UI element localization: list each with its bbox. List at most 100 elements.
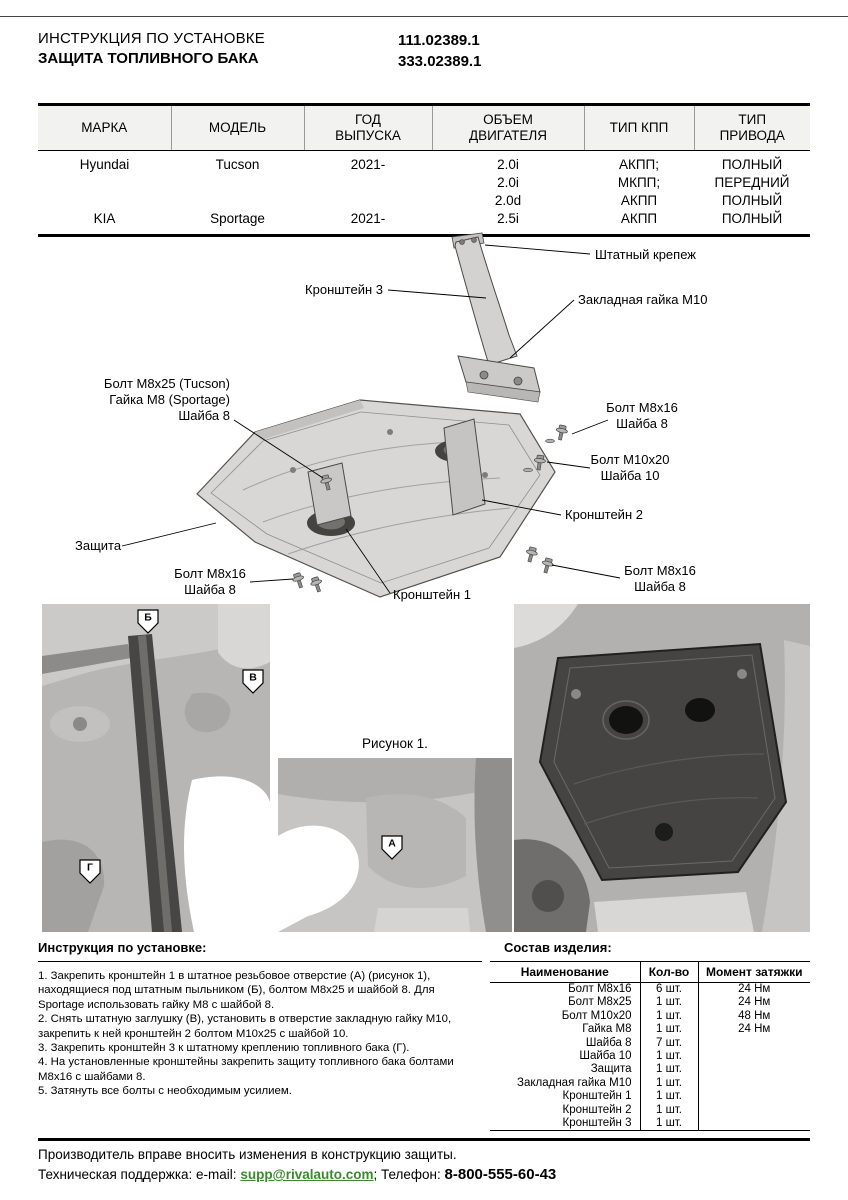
svg-text:Б: Б	[144, 612, 152, 624]
col-part-torque: Момент затяжки	[697, 962, 810, 983]
part-qty: 1 шт.	[639, 1063, 698, 1077]
cell-engine: 2.0i	[497, 175, 519, 190]
parts-row: Кронштейн 1 1 шт.	[490, 1090, 810, 1104]
support-email-link[interactable]: supp@rivalauto.com	[240, 1167, 374, 1182]
cell-gearbox: АКПП	[584, 210, 694, 237]
part-name: Шайба 8	[585, 1036, 632, 1049]
callout-bolt-m8x25-line3: Шайба 8	[178, 408, 230, 423]
part-torque	[697, 1050, 810, 1064]
part-name: Защита	[590, 1063, 632, 1076]
callout-bolt-m8x16-tr-line1: Болт M8x16	[606, 400, 678, 415]
fitment-header-row: МАРКА МОДЕЛЬ ГОД ВЫПУСКА ОБЪЕМ ДВИГАТЕЛЯ…	[38, 103, 810, 151]
instruction-step-3: 3. Закрепить кронштейн 3 к штатному креп…	[38, 1042, 410, 1055]
cell-brand	[38, 192, 171, 210]
part-torque	[697, 1117, 810, 1132]
part-name: Кронштейн 3	[490, 1117, 640, 1132]
cell-brand: Hyundai	[79, 157, 130, 172]
cell-drive: ПОЛНЫЙ	[721, 193, 783, 208]
part-torque: 24 Нм	[697, 982, 810, 997]
part-qty: 1 шт.	[639, 1117, 698, 1132]
marker-g: Г	[79, 859, 101, 884]
part-name: Кронштейн 2	[562, 1103, 632, 1116]
fitment-table: МАРКА МОДЕЛЬ ГОД ВЫПУСКА ОБЪЕМ ДВИГАТЕЛЯ…	[38, 103, 810, 237]
col-gearbox: ТИП КПП	[583, 103, 694, 151]
bracket-3	[451, 232, 541, 403]
table-row: Hyundai Tucson 2021- 2.0i АКПП; ПОЛНЫЙ	[38, 151, 810, 175]
support-prefix: Техническая поддержка: e-mail:	[38, 1167, 241, 1182]
table-row: 2.0i МКПП; ПЕРЕДНИЙ	[38, 174, 810, 192]
part-torque: 24 Нм	[697, 1023, 810, 1037]
col-brand: МАРКА	[38, 103, 171, 151]
doc-header: ИНСТРУКЦИЯ ПО УСТАНОВКЕ ЗАЩИТА ТОПЛИВНОГ…	[38, 30, 810, 72]
callout-bolt-m10x20-line1: Болт M10x20	[591, 452, 670, 467]
cell-year: 2021-	[304, 210, 432, 237]
photo-middle: А	[278, 758, 512, 932]
footer-rule	[38, 1138, 810, 1141]
part-number-1: 111.02389.1	[398, 32, 480, 49]
svg-text:В: В	[249, 672, 257, 684]
part-number-2: 333.02389.1	[398, 53, 482, 70]
parts-row: Защита 1 шт.	[490, 1063, 810, 1077]
cell-year: 2021-	[350, 157, 386, 172]
parts-header-row: Наименование Кол-во Момент затяжки	[490, 962, 810, 983]
support-separator: ; Телефон:	[373, 1167, 445, 1182]
instruction-step-2: 2. Снять штатную заглушку (В), установит…	[38, 1013, 452, 1040]
instruction-step-4: 4. На установленные кронштейны закрепить…	[38, 1056, 454, 1083]
instructions-heading: Инструкция по установке:	[38, 940, 482, 962]
cell-model: Sportage	[171, 210, 304, 237]
svg-text:Г: Г	[87, 862, 93, 874]
callout-bolt-m10x20-line2: Шайба 10	[601, 468, 660, 483]
doc-subtitle: ЗАЩИТА ТОПЛИВНОГО БАКА	[38, 50, 259, 67]
footer-note: Производитель вправе вносить изменения в…	[38, 1147, 457, 1162]
diagram-callouts: Штатный крепеж Кронштейн 3 Закладная гай…	[75, 247, 707, 602]
part-numbers: 111.02389.1 333.02389.1	[398, 30, 481, 72]
cell-model	[171, 192, 304, 210]
part-qty: 1 шт.	[639, 1076, 698, 1091]
part-qty: 1 шт.	[639, 1090, 698, 1104]
cell-engine: 2.0d	[494, 193, 522, 208]
col-drive: ТИП ПРИВОДА	[693, 103, 810, 151]
cell-drive: ПЕРЕДНИЙ	[714, 175, 790, 190]
callout-guard: Защита	[75, 538, 122, 553]
cell-model	[171, 174, 304, 192]
doc-title: ИНСТРУКЦИЯ ПО УСТАНОВКЕ	[38, 30, 265, 47]
bracket-1	[307, 462, 352, 526]
leader-lines	[121, 244, 621, 594]
callout-bolt-m8x16-br-line1: Болт M8x16	[624, 563, 696, 578]
part-name: Кронштейн 1	[562, 1090, 632, 1103]
photo-right	[514, 604, 810, 932]
part-name: Гайка M8	[582, 1023, 632, 1036]
callout-bolt-m8x16-tr-line2: Шайба 8	[616, 416, 668, 431]
callout-bolt-m8x16-left-line1: Болт M8x16	[174, 566, 246, 581]
part-torque	[697, 1076, 810, 1091]
marker-a: А	[381, 835, 403, 860]
parts-list: Состав изделия: Наименование Кол-во Моме…	[490, 940, 810, 1132]
marker-b: Б	[137, 609, 159, 634]
callout-bolt-m8x16-left-line2: Шайба 8	[184, 582, 236, 597]
part-torque: 48 Нм	[697, 1009, 810, 1024]
svg-text:А: А	[388, 838, 396, 850]
part-qty: 1 шт.	[639, 996, 698, 1010]
guard-plate	[196, 399, 556, 598]
callout-bracket-1: Кронштейн 1	[393, 587, 471, 602]
parts-heading: Состав изделия:	[490, 940, 810, 962]
exploded-diagram: Штатный крепеж Кронштейн 3 Закладная гай…	[75, 232, 707, 602]
part-torque	[697, 1063, 810, 1077]
bracket-2	[443, 418, 486, 516]
part-name: Закладная гайка M10	[517, 1076, 632, 1089]
cell-gearbox: АКПП;	[618, 157, 660, 172]
callout-bracket-3: Кронштейн 3	[305, 282, 383, 297]
cell-year	[304, 192, 432, 210]
cell-drive: ПОЛНЫЙ	[694, 210, 810, 237]
cell-brand	[38, 174, 171, 192]
cell-brand: KIA	[38, 210, 171, 237]
part-qty: 1 шт.	[639, 1050, 698, 1064]
top-rule	[0, 16, 848, 17]
cell-drive: ПОЛНЫЙ	[721, 157, 783, 172]
